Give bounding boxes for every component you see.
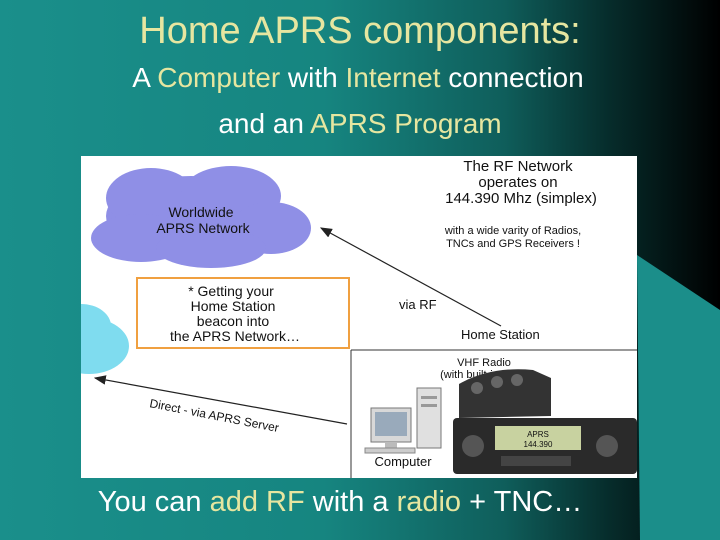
rf-network-line-1: The RF Network [463,158,573,175]
callout-line-4: the APRS Network… [170,328,300,344]
subtitle-line-1: A Computer with Internet connection [0,62,718,94]
variety-line-2: TNCs and GPS Receivers ! [446,238,580,250]
server-cloud [81,304,129,374]
radio-display-line-1: APRS [527,430,549,439]
cloud-label-line-2: APRS Network [156,220,250,236]
subtitle-highlight-computer: Computer [157,62,280,93]
radio-illustration [453,369,637,474]
callout-line-2: Home Station [191,298,276,314]
caption-text: You can [98,486,210,518]
subtitle-text: with [280,62,345,93]
subtitle-highlight-internet: Internet [346,62,441,93]
callout-line-3: beacon into [197,313,270,329]
bottom-caption: You can add RF with a radio + TNC… [0,486,680,519]
callout-line-1: * Getting your [188,283,274,299]
computer-illustration [365,388,441,453]
subtitle-text: A [132,62,157,93]
caption-highlight-add-rf: add RF [210,486,305,518]
subtitle-line-2: and an APRS Program [0,108,720,140]
rf-network-line-2: operates on [478,174,557,191]
caption-text: + TNC… [461,486,582,518]
caption-text: with a [305,486,397,518]
vhf-radio-label-line-1: VHF Radio [457,357,511,369]
subtitle-text: and an [218,108,310,139]
slide-title: Home APRS components: [0,10,720,53]
radio-display-line-2: 144.390 [524,440,553,449]
direct-server-label: Direct - via APRS Server [148,396,280,435]
via-rf-label: via RF [399,297,437,312]
aprs-diagram-svg: Worldwide APRS Network The RF Network op… [81,156,637,478]
subtitle-text: connection [440,62,583,93]
cloud-label-line-1: Worldwide [168,204,233,220]
home-station-label: Home Station [461,327,540,342]
computer-label: Computer [374,454,432,469]
subtitle-highlight-program: APRS Program [310,108,501,139]
rf-network-line-3: 144.390 Mhz (simplex) [445,190,597,207]
aprs-diagram: Worldwide APRS Network The RF Network op… [81,156,637,478]
variety-line-1: with a wide varity of Radios, [444,225,581,237]
caption-highlight-radio: radio [397,486,462,518]
